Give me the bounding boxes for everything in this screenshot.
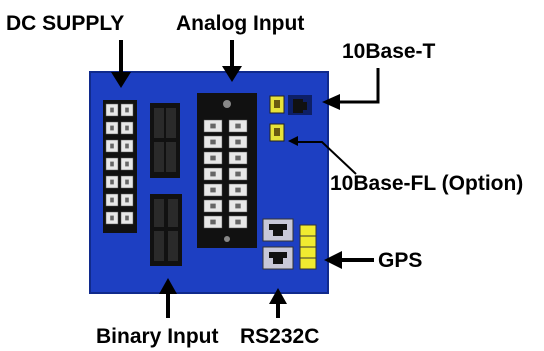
analog-terminal-screw (235, 219, 241, 225)
analog-terminal-screw (210, 123, 216, 129)
label-gps: GPS (378, 249, 422, 272)
dc-terminal-screw (125, 107, 129, 113)
dc-terminal-screw (125, 215, 129, 221)
analog-terminal-screw (235, 139, 241, 145)
dc-terminal-screw (125, 143, 129, 149)
label-rs232c: RS232C (240, 325, 319, 348)
analog-terminal-screw (235, 203, 241, 209)
binary-input-connector-lower (150, 194, 182, 266)
analog-terminal-screw (235, 155, 241, 161)
rs232c-ports (262, 218, 294, 270)
dc-terminal-screw (125, 197, 129, 203)
label-dc-supply: DC SUPPLY (6, 12, 124, 35)
analog-terminal-screw (210, 203, 216, 209)
dc-terminal-screw (110, 197, 114, 203)
dc-terminal-screw (125, 179, 129, 185)
arrow-10base-t (336, 68, 380, 104)
dc-terminal-screw (110, 107, 114, 113)
callout-arrows (111, 40, 380, 318)
analog-terminal-screw (210, 139, 216, 145)
analog-terminal-screw (235, 187, 241, 193)
label-binary-input: Binary Input (96, 325, 219, 348)
analog-terminal-screw (235, 123, 241, 129)
panel-shadow (89, 71, 329, 294)
dc-terminal-screw (110, 215, 114, 221)
dc-terminal-screw (110, 179, 114, 185)
dc-terminal-screw (110, 161, 114, 167)
binary-input-connector-upper (150, 103, 180, 178)
dc-terminal-screw (110, 143, 114, 149)
analog-terminal-screw (210, 219, 216, 225)
analog-input-terminal-block (197, 93, 257, 248)
label-analog-input: Analog Input (176, 12, 304, 35)
analog-terminal-screw (210, 155, 216, 161)
label-10base-t: 10Base-T (342, 40, 436, 63)
dc-terminal-screw (125, 161, 129, 167)
dc-terminal-screw (110, 125, 114, 131)
arrow-10base-fl (296, 141, 357, 175)
ethernet-ports (269, 95, 312, 142)
analog-terminal-screw (210, 187, 216, 193)
gps-connector (299, 224, 317, 270)
dc-supply-terminal-block (103, 100, 137, 233)
dc-terminal-screw (125, 125, 129, 131)
analog-terminal-screw (210, 171, 216, 177)
label-10base-fl: 10Base-FL (Option) (330, 172, 523, 195)
analog-terminal-screw (235, 171, 241, 177)
